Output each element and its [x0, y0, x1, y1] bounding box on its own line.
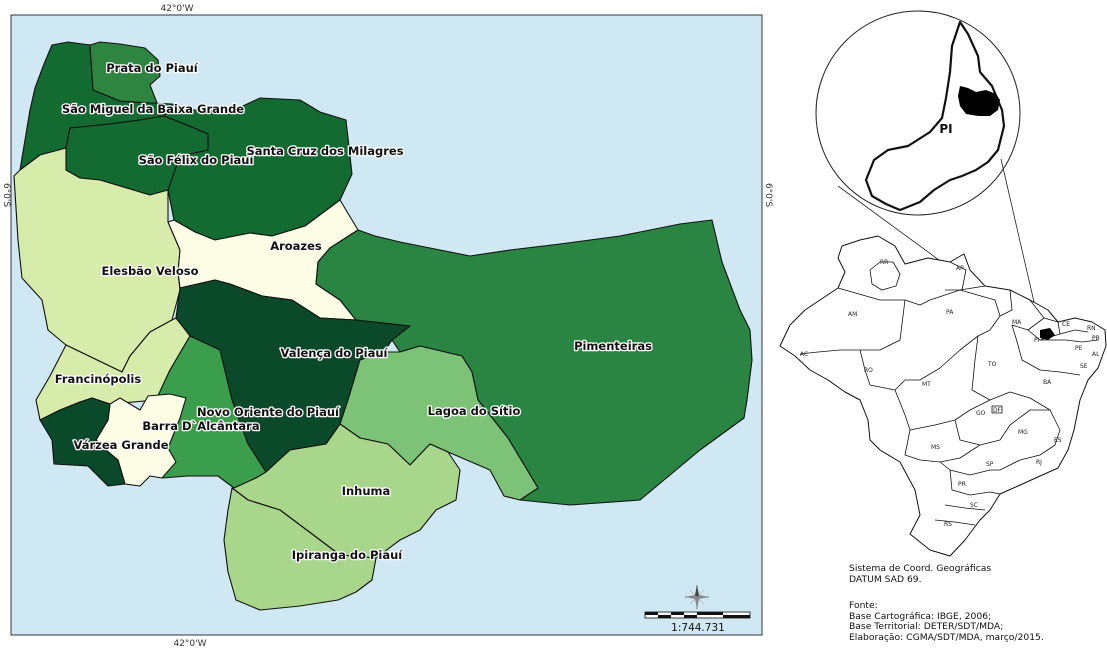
connector-line-2 — [1000, 158, 1041, 329]
state-label-ac: AC — [800, 351, 808, 358]
coordinate-system-info: Sistema de Coord. Geográficas DATUM SAD … — [849, 563, 992, 585]
state-label-ms: MS — [931, 444, 940, 451]
state-label-rr: RR — [880, 259, 888, 266]
brazil-map — [779, 235, 1107, 557]
state-label-pb: PB — [1092, 335, 1100, 342]
state-label-mg: MG — [1018, 429, 1028, 436]
label-sao-miguel: São Miguel da Baixa Grande — [62, 102, 244, 116]
state-label-pr: PR — [958, 481, 966, 488]
state-label-pe: PE — [1075, 345, 1083, 352]
label-ipiranga: Ipiranga do Piauí — [292, 548, 404, 562]
state-label-df: DF — [993, 407, 1002, 414]
state-label-rs: RS — [944, 521, 952, 528]
inset-circle: PI — [815, 10, 1021, 216]
region-prata-do-piaui[interactable] — [89, 41, 161, 104]
state-label-rj: RJ — [1036, 459, 1042, 466]
label-lagoa-do-sitio: Lagoa do Sítio — [428, 404, 521, 418]
label-santa-cruz: Santa Cruz dos Milagres — [246, 144, 403, 158]
state-label-es: ES — [1054, 437, 1062, 444]
inset-state-label: PI — [939, 122, 952, 136]
state-label-rn: RN — [1087, 325, 1096, 332]
label-varzea-grande: Várzea Grande — [73, 438, 168, 452]
state-label-sp: SP — [986, 461, 994, 468]
label-valenca: Valença do Piauí — [281, 346, 389, 360]
municipality-polygons — [13, 41, 753, 611]
label-elesbao-veloso: Elesbão Veloso — [102, 264, 199, 278]
state-labels: RR AP AM PA MA CE RN PB PE AL SE PI AC R… — [800, 259, 1100, 528]
territory-highlight — [958, 86, 1000, 116]
state-label-sc: SC — [970, 502, 978, 509]
source-title: Fonte: — [849, 600, 878, 611]
region-varzea-grande[interactable] — [39, 397, 126, 487]
brazil-outline — [779, 235, 1107, 557]
state-label-ro: RO — [864, 367, 873, 374]
label-barra-dalcantara: Barra D`Alcântara — [142, 419, 259, 433]
state-label-go: GO — [976, 410, 986, 417]
state-label-pa: PA — [946, 309, 954, 316]
region-ipiranga[interactable] — [223, 487, 377, 611]
lat-label-right: 6°0'S — [763, 183, 773, 207]
state-label-ba: BA — [1043, 379, 1052, 386]
label-novo-oriente: Novo Oriente do Piauí — [197, 405, 340, 419]
state-label-ce: CE — [1062, 321, 1070, 328]
state-label-am: AM — [848, 311, 857, 318]
label-aroazes: Aroazes — [270, 239, 322, 253]
state-label-ap: AP — [956, 265, 964, 272]
lon-label-bottom: 42°0'W — [173, 639, 206, 649]
label-inhuma: Inhuma — [342, 484, 391, 498]
lon-label-top: 42°0'W — [160, 4, 193, 14]
source-info: Fonte: Base Cartográfica: IBGE, 2006; Ba… — [849, 600, 1044, 643]
scale-bar: 1:744.731 — [644, 611, 751, 634]
source-line-3: Elaboração: CGMA/SDT/MDA, março/2015. — [849, 631, 1044, 643]
label-francinopolis: Francinópolis — [55, 372, 142, 386]
label-prata-do-piaui: Prata do Piauí — [106, 61, 199, 75]
coord-system-line: Sistema de Coord. Geográficas — [849, 563, 992, 574]
label-sao-felix: São Félix do Piauí — [139, 153, 255, 167]
source-line-2: Base Territorial: DETER/SDT/MDA; — [849, 621, 1004, 633]
municipality-labels: Prata do Piauí São Miguel da Baixa Grand… — [53, 60, 653, 564]
state-label-mt: MT — [922, 381, 931, 388]
lat-label-left: 6°0'S — [1, 183, 11, 207]
state-label-ma: MA — [1012, 319, 1022, 326]
state-label-al: AL — [1092, 351, 1100, 358]
source-line-1: Base Cartográfica: IBGE, 2006; — [849, 610, 992, 622]
state-label-se: SE — [1080, 363, 1088, 370]
scale-label: 1:744.731 — [671, 622, 725, 634]
state-label-to: TO — [987, 361, 997, 368]
state-label-pi: PI — [1034, 337, 1040, 344]
label-pimenteiras: Pimenteiras — [574, 339, 652, 353]
compass-rose-icon — [685, 585, 709, 609]
datum-line: DATUM SAD 69. — [849, 573, 922, 585]
